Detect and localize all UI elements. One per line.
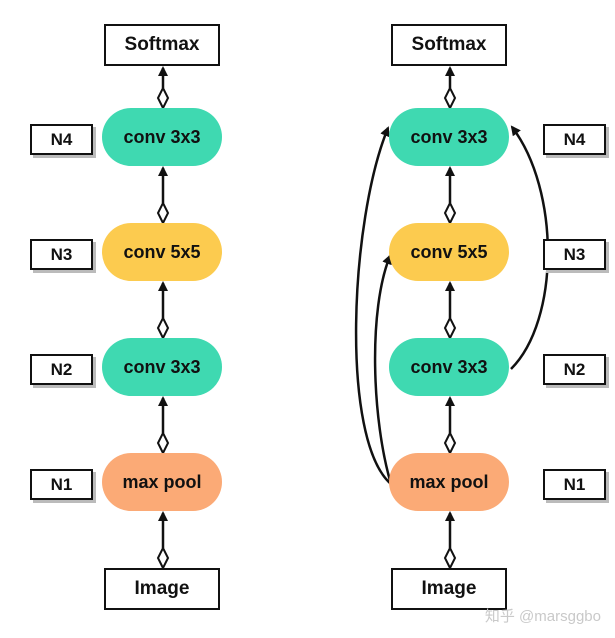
right-node-n1: max pool xyxy=(389,453,509,511)
left-diamond-n3-to-n4 xyxy=(156,200,170,226)
left-node-n3-label: conv 5x5 xyxy=(123,241,201,262)
left-diamond-image-to-n1 xyxy=(156,545,170,571)
left-node-n2: conv 3x3 xyxy=(102,338,222,396)
right-node-n2-label: conv 3x3 xyxy=(410,356,488,377)
left-node-n1-label: max pool xyxy=(122,471,202,492)
left-diamond-n1-to-n2 xyxy=(156,430,170,456)
left-softmax-box: Softmax xyxy=(104,24,220,66)
left-diamond-n2-to-n3 xyxy=(156,315,170,341)
left-diamond-n4-to-softmax xyxy=(156,85,170,111)
left-tag-n2: N2 xyxy=(30,354,93,385)
left-node-n4-label: conv 3x3 xyxy=(123,126,201,147)
left-tag-n3: N3 xyxy=(30,239,93,270)
left-tag-n1: N1 xyxy=(30,469,93,500)
left-node-n1: max pool xyxy=(102,453,222,511)
right-node-n3: conv 5x5 xyxy=(389,223,509,281)
right-softmax-box: Softmax xyxy=(391,24,507,66)
left-image-label: Image xyxy=(134,578,190,599)
right-diamond-n3-to-n4 xyxy=(443,200,457,226)
left-image-box: Image xyxy=(104,568,220,610)
right-diamond-n4-to-softmax xyxy=(443,85,457,111)
right-diamond-image-to-n1 xyxy=(443,545,457,571)
right-diamond-n1-to-n2 xyxy=(443,430,457,456)
right-node-n4: conv 3x3 xyxy=(389,108,509,166)
right-tag-n2: N2 xyxy=(543,354,606,385)
right-softmax-label: Softmax xyxy=(411,34,487,55)
left-node-n3: conv 5x5 xyxy=(102,223,222,281)
right-diamond-n2-to-n3 xyxy=(443,315,457,341)
skip-edge-n1-to-n3 xyxy=(373,254,393,485)
left-softmax-label: Softmax xyxy=(124,34,200,55)
right-node-n1-label: max pool xyxy=(409,471,489,492)
right-node-n4-label: conv 3x3 xyxy=(410,126,488,147)
left-node-n4: conv 3x3 xyxy=(102,108,222,166)
right-node-n3-label: conv 5x5 xyxy=(410,241,488,262)
right-node-n2: conv 3x3 xyxy=(389,338,509,396)
right-tag-n4: N4 xyxy=(543,124,606,155)
right-image-box: Image xyxy=(391,568,507,610)
watermark: 知乎 @marsggbo xyxy=(484,608,601,625)
skip-edge-n1-to-n4 xyxy=(354,126,392,485)
left-tag-n4: N4 xyxy=(30,124,93,155)
left-node-n2-label: conv 3x3 xyxy=(123,356,201,377)
right-tag-n3: N3 xyxy=(543,239,606,270)
right-tag-n1: N1 xyxy=(543,469,606,500)
right-image-label: Image xyxy=(421,578,477,599)
